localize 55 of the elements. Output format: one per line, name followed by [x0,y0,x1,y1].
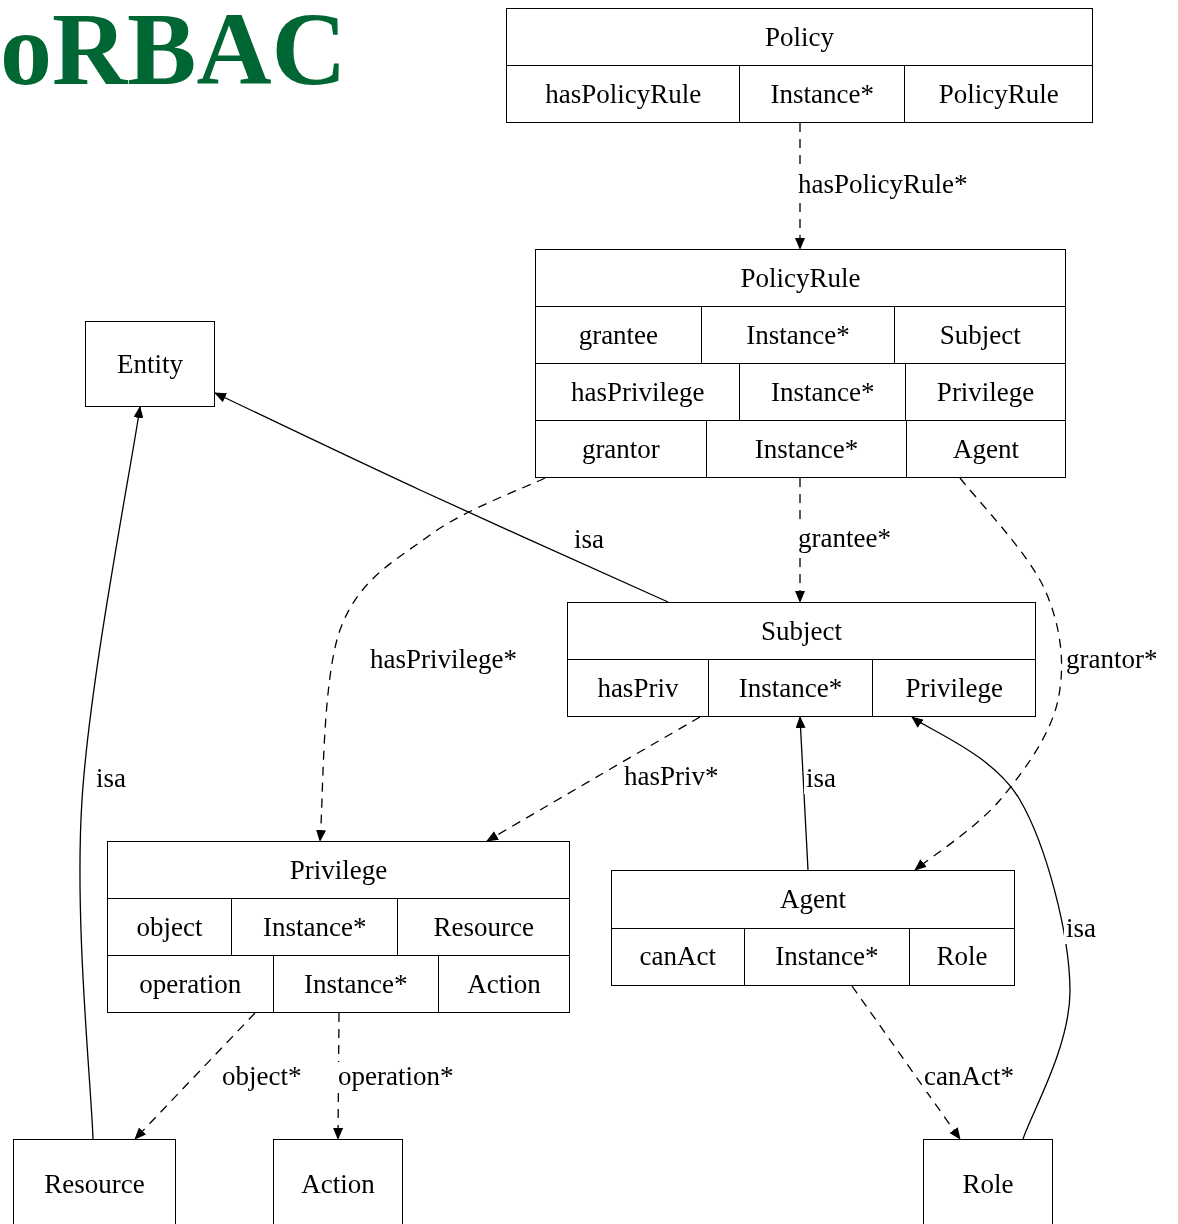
class-name: Agent [779,882,847,916]
arrow [795,716,809,871]
class-table [535,249,1066,478]
table-cell: Privilege [905,364,1065,420]
arrow [79,406,144,1140]
class-table [611,870,1015,986]
class-table [107,841,570,1013]
table-cell-text: operation [138,967,243,1001]
table-cell: Instance* [739,364,906,420]
table-cell: Action [438,956,569,1012]
edge-label: hasPolicyRule* [796,170,970,200]
table-cell: PolicyRule [904,66,1092,122]
table-cell: Instance* [272,956,439,1012]
arrow [134,1012,256,1140]
table-cell-text: hasPriv [596,671,680,705]
class-name: Privilege [288,853,389,887]
edge-label: grantee* [796,524,893,554]
table-cell: Instance* [707,660,873,716]
table-cell: Subject [894,307,1065,363]
class-name: Entity [116,347,184,381]
table-cell: Instance* [700,307,895,363]
title: oRBAC [0,0,347,107]
class-box [923,1139,1053,1224]
edge-label: operation* [336,1062,456,1092]
class-box [273,1139,403,1224]
table-cell-text: canAct [638,940,718,974]
class-box [85,321,215,407]
table-cell: Role [909,928,1014,985]
class-name: Role [961,1167,1015,1201]
table-cell: Instance* [739,66,905,122]
class-name: PolicyRule [739,261,862,295]
arrow [851,985,961,1140]
class-table [567,602,1036,717]
class-box [13,1139,176,1224]
arrow [486,716,701,842]
arrow [214,392,669,603]
table-cell: Privilege [872,660,1035,716]
table-cell-text: hasPrivilege [570,375,706,409]
arrow [315,477,546,842]
table-cell: Agent [906,421,1065,477]
table-cell-text: grantee [577,318,660,352]
class-name: Subject [760,614,843,648]
class-name: Resource [43,1167,146,1201]
table-cell: Instance* [230,899,398,955]
class-name: Action [300,1167,376,1201]
table-cell-text: grantor [580,432,661,466]
table-cell-text: object [135,910,204,944]
arrow [911,716,1071,1140]
table-cell: Resource [397,899,569,955]
arrow [914,477,1063,871]
table-cell-text: hasPolicyRule [544,77,703,111]
class-name: Policy [764,20,835,54]
table-cell: Instance* [705,421,907,477]
class-table [506,8,1093,123]
table-cell: Instance* [743,928,910,985]
